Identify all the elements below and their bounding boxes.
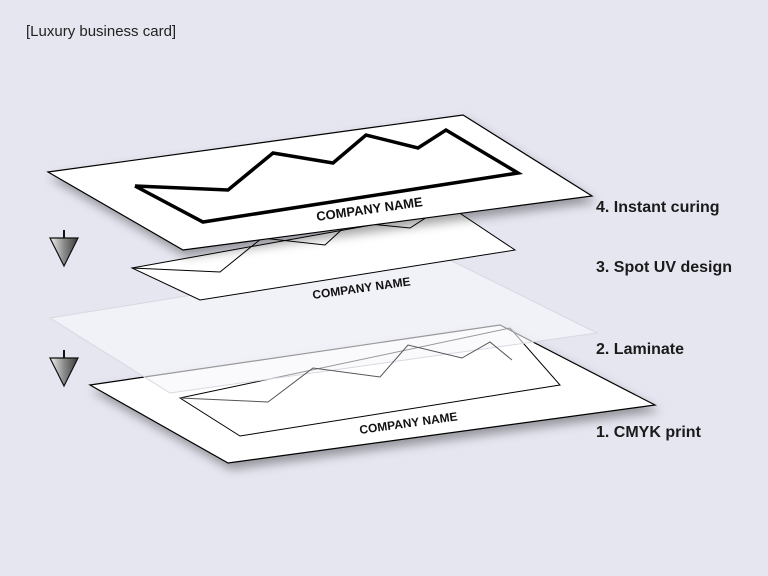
label-cmyk-print: 1. CMYK print xyxy=(596,424,702,441)
label-instant-curing: 4. Instant curing xyxy=(596,199,720,216)
label-spot-uv-design: 3. Spot UV design xyxy=(596,259,732,276)
down-arrow-icon xyxy=(49,350,79,388)
diagram-title: [Luxury business card] xyxy=(26,23,176,40)
layer-instant-curing: COMPANY NAME xyxy=(46,114,594,251)
spot-uv-card xyxy=(130,209,517,301)
cmyk-print-mountain-line xyxy=(179,341,513,403)
instant-curing-mountain-outline xyxy=(134,127,524,224)
instant-curing-card xyxy=(46,114,594,251)
down-arrow-icon xyxy=(49,230,79,268)
label-laminate: 2. Laminate xyxy=(596,341,684,358)
